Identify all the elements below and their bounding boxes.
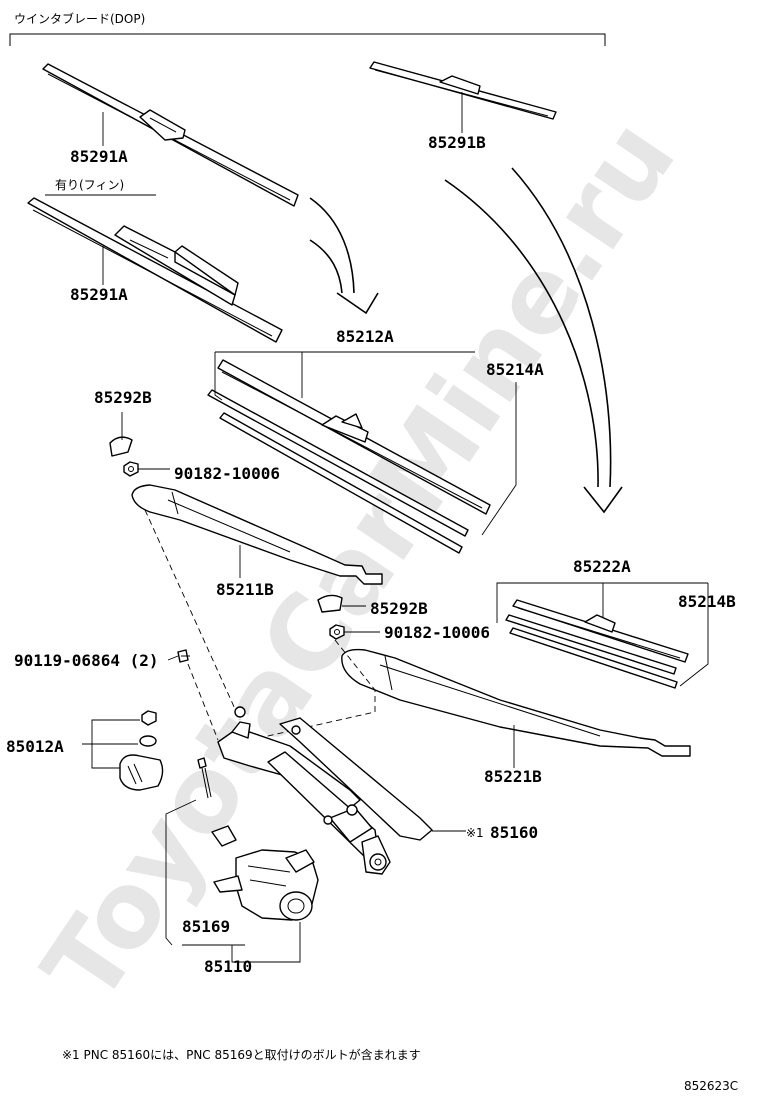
part-label-85222A[interactable]: 85222A — [573, 557, 631, 576]
part-label-85292B-rear[interactable]: 85292B — [370, 599, 428, 618]
rubber-85214B[interactable] — [505, 614, 678, 689]
arrow-to-rear-blade — [444, 167, 623, 514]
part-label-85292B-front[interactable]: 85292B — [94, 388, 152, 407]
part-label-85291A-fin[interactable]: 85291A — [70, 285, 128, 304]
part-label-85012A[interactable]: 85012A — [6, 737, 64, 756]
footnote: ※1 PNC 85160には、PNC 85169と取付けのボルトが含まれます — [62, 1047, 421, 1062]
part-label-90182-rear[interactable]: 90182-10006 — [384, 623, 490, 642]
blade-85291A-top[interactable] — [42, 63, 299, 207]
part-label-85211B[interactable]: 85211B — [216, 580, 274, 599]
arm-85221B[interactable] — [341, 648, 691, 757]
part-label-90182-front[interactable]: 90182-10006 — [174, 464, 280, 483]
motor-85110[interactable] — [211, 825, 319, 921]
bracket-85012A — [82, 719, 140, 769]
bracket-85169 — [165, 799, 197, 946]
group-label: ウインタブレード(DOP) — [14, 11, 145, 26]
nut-90182-rear[interactable] — [329, 624, 345, 640]
bracket-85222A — [496, 582, 708, 623]
blade-85212A[interactable] — [217, 359, 491, 515]
nut-90182-front[interactable] — [123, 461, 139, 477]
part-label-90119[interactable]: 90119-06864 (2) — [14, 651, 159, 670]
arrow-to-front-blade — [309, 197, 379, 315]
fin-label: 有り(フィン) — [55, 178, 124, 192]
bracket-85212A-left — [214, 352, 223, 401]
bracket-85110 — [231, 922, 301, 963]
part-label-85221B[interactable]: 85221B — [484, 767, 542, 786]
cap-85292B-front[interactable] — [109, 436, 133, 457]
blade-85291B[interactable] — [369, 61, 557, 120]
cap-85292B-rear[interactable] — [317, 594, 343, 613]
dash-line-3 — [249, 639, 376, 741]
part-label-85291B[interactable]: 85291B — [428, 133, 486, 152]
arm-85211B[interactable] — [131, 484, 383, 585]
part-label-85214A[interactable]: 85214A — [486, 360, 544, 379]
leader-90119 — [167, 655, 179, 661]
part-label-85291A-top[interactable]: 85291A — [70, 147, 128, 166]
part-mark-85160: ※1 — [466, 826, 484, 840]
part-label-85212A[interactable]: 85212A — [336, 327, 394, 346]
linkage-85160[interactable] — [217, 706, 433, 875]
part-label-85214B[interactable]: 85214B — [678, 592, 736, 611]
bolt-90119[interactable] — [177, 649, 190, 663]
blade-85291A-fin[interactable] — [27, 197, 283, 343]
washer-85012A[interactable] — [139, 735, 157, 747]
part-label-85110[interactable]: 85110 — [204, 957, 252, 976]
rubber-85214A[interactable] — [207, 389, 469, 554]
group-bracket — [9, 33, 606, 46]
part-label-85169[interactable]: 85169 — [182, 917, 230, 936]
dash-line-1 — [144, 509, 241, 721]
leader-85214B — [679, 583, 709, 687]
leader-85214A — [481, 382, 517, 536]
part-label-85160[interactable]: 85160 — [490, 823, 538, 842]
bushing-85012A[interactable] — [119, 754, 164, 791]
diagram-code: 852623C — [684, 1079, 738, 1093]
nut-85012A[interactable] — [141, 710, 157, 726]
blade-85222A[interactable] — [512, 599, 689, 663]
bolt-85169[interactable] — [197, 757, 212, 799]
dash-line-2 — [187, 663, 219, 741]
